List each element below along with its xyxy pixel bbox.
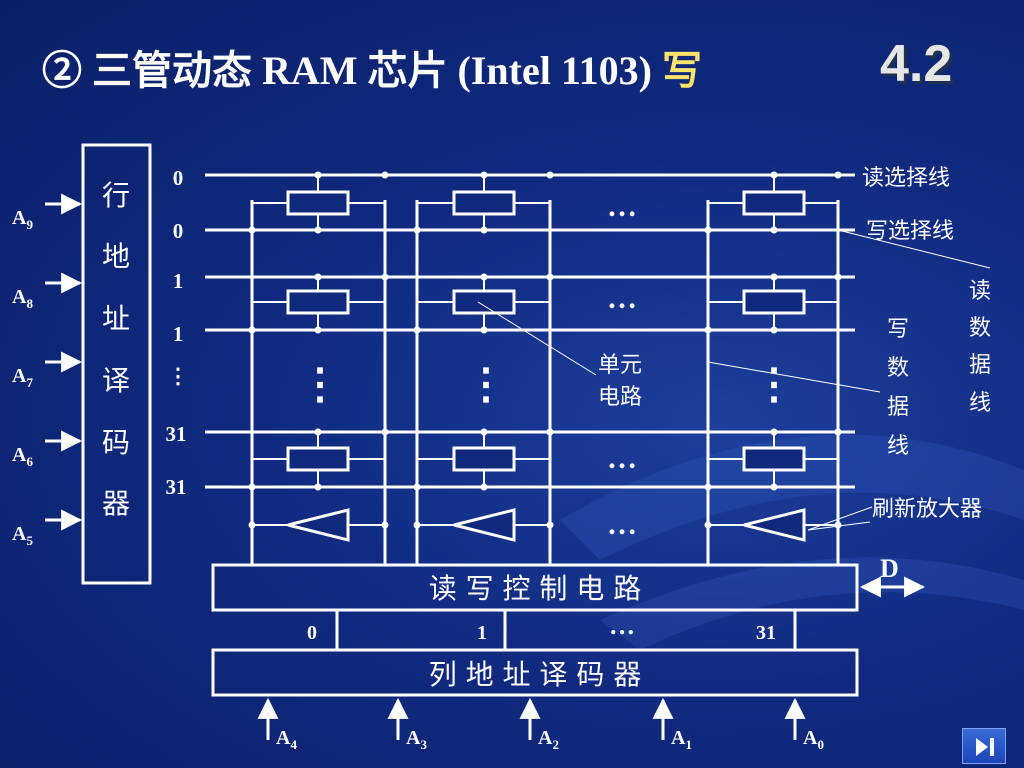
cell-label: 单元 — [598, 353, 642, 378]
title-highlight: 写 — [661, 48, 702, 93]
row-number: 1 — [173, 322, 184, 346]
refresh-amp-label: 刷新放大器 — [872, 497, 982, 522]
h-ellipsis: … — [607, 442, 637, 475]
row-number: 0 — [173, 219, 184, 243]
title-text: ② 三管动态 RAM 芯片 (Intel 1103) — [42, 48, 662, 93]
col-number: 31 — [756, 622, 776, 644]
col-address-label: A4 — [276, 727, 297, 752]
write-data-label: 线 — [887, 434, 909, 459]
row-decoder-char: 地 — [102, 241, 130, 273]
h-ellipsis: … — [607, 190, 637, 223]
col-number: 1 — [477, 622, 487, 644]
memory-cell — [248, 428, 389, 491]
col-number: 0 — [307, 622, 317, 644]
row-address-label: A8 — [12, 286, 33, 311]
read-data-label: 数 — [969, 316, 991, 341]
row-address-label: A9 — [12, 207, 33, 232]
h-ellipsis: … — [607, 508, 637, 541]
v-ellipsis: ⋮ — [753, 362, 795, 408]
section-number: 4.2 — [880, 35, 953, 93]
slide-title: ② 三管动态 RAM 芯片 (Intel 1103) 写 — [42, 38, 702, 96]
h-ellipsis: … — [607, 282, 637, 315]
rw-control-box — [211, 563, 859, 612]
read-data-label: 线 — [969, 391, 991, 416]
memory-cell — [413, 273, 554, 334]
row-number: 0 — [173, 166, 184, 190]
read-data-label: 据 — [969, 353, 991, 378]
row-number-ellipsis: ⋮ — [168, 364, 189, 388]
row-decoder-char: 行 — [102, 180, 130, 212]
read-select-label: 读选择线 — [862, 166, 950, 191]
read-data-label: 读 — [969, 279, 991, 304]
memory-cell — [248, 273, 389, 334]
v-ellipsis: ⋮ — [465, 362, 507, 408]
col-number-ellipsis: … — [609, 611, 635, 640]
memory-cell — [413, 428, 554, 491]
write-data-label: 写 — [887, 317, 909, 342]
memory-cell — [704, 428, 842, 491]
row-number: 31 — [166, 475, 187, 499]
col-decoder-label: 列 地 址 译 码 器 — [429, 658, 642, 691]
col-address-label: A3 — [406, 727, 427, 752]
col-address-label: A0 — [803, 727, 824, 752]
row-number: 31 — [166, 422, 187, 446]
rw-control-label: 读 写 控 制 电 路 — [429, 572, 642, 605]
row-address-label: A7 — [12, 365, 33, 390]
memory-cell — [704, 171, 842, 234]
memory-cell — [413, 171, 554, 234]
row-address-label: A5 — [12, 523, 33, 548]
col-decoder-box — [211, 648, 859, 697]
row-number: 1 — [173, 269, 184, 293]
write-select-label: 写选择线 — [866, 219, 954, 244]
row-address-label: A6 — [12, 444, 33, 469]
row-decoder-char: 译 — [102, 366, 130, 397]
write-data-label: 数 — [887, 356, 909, 381]
row-decoder-box — [81, 143, 152, 585]
memory-cell — [704, 273, 842, 334]
row-decoder-char: 器 — [102, 489, 130, 520]
row-decoder-char: 码 — [102, 428, 130, 459]
refresh-amplifier — [413, 508, 554, 542]
row-decoder-char: 址 — [102, 303, 130, 335]
next-slide-button[interactable] — [962, 728, 1006, 764]
refresh-amplifier — [248, 508, 389, 542]
d-label: D — [880, 554, 899, 583]
write-data-label: 据 — [887, 395, 909, 420]
memory-cell — [248, 171, 389, 234]
skip-end-icon — [976, 738, 994, 756]
col-address-label: A2 — [538, 727, 559, 752]
cell-label: 电路 — [598, 385, 642, 410]
v-ellipsis: ⋮ — [299, 362, 341, 408]
col-address-label: A1 — [671, 727, 692, 752]
